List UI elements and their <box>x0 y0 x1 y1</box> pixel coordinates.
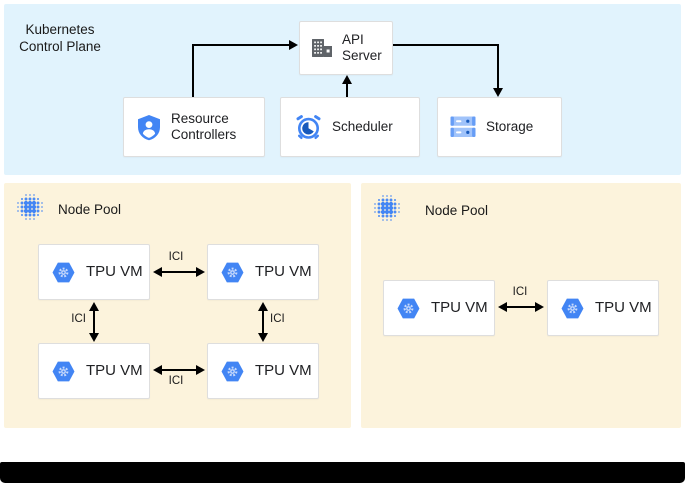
tpu-hexagon-gear-icon <box>52 262 75 283</box>
control-plane-title: Kubernetes Control Plane <box>19 22 101 54</box>
node-pool-right-title: Node Pool <box>425 203 489 218</box>
arrow-scheduler-to-api-vline <box>346 84 348 97</box>
bottom-black-bar <box>0 462 685 483</box>
node-pool-left-panel: Node Pool TPU VM TPU VM TPU VM <box>4 183 351 428</box>
arrow-rc-to-api-hline <box>192 44 289 46</box>
tpu-vm-label: TPU VM <box>431 299 488 316</box>
tpu-hexagon-gear-icon <box>221 361 244 382</box>
ici-label-right: ICI <box>270 313 285 325</box>
ici-arrow-left-line <box>93 310 95 334</box>
ici-arrowhead <box>153 365 162 375</box>
tpu-vm-box-top-left: TPU VM <box>38 244 150 300</box>
tpu-hexagon-gear-icon <box>52 361 75 382</box>
building-icon <box>311 38 333 58</box>
tpu-vm-box-right: TPU VM <box>547 280 659 336</box>
tpu-hexagon-gear-icon <box>561 298 584 319</box>
ici-arrowhead <box>153 267 162 277</box>
ici-label-bottom: ICI <box>168 375 184 387</box>
arrow-rc-to-api-vline <box>192 46 194 97</box>
tpu-vm-box-bottom-right: TPU VM <box>207 343 319 399</box>
scheduler-box: Scheduler <box>280 97 420 157</box>
tpu-vm-label: TPU VM <box>255 263 312 280</box>
alarm-clock-icon <box>295 114 322 141</box>
tpu-hexagon-gear-icon <box>221 262 244 283</box>
control-plane-panel: Kubernetes Control Plane API Server Reso… <box>4 4 681 175</box>
scheduler-label: Scheduler <box>332 119 393 134</box>
resource-controllers-box: Resource Controllers <box>123 97 265 157</box>
ici-arrowhead <box>498 302 507 312</box>
ici-label: ICI <box>512 286 528 298</box>
storage-box: Storage <box>437 97 562 157</box>
api-server-label: API Server <box>342 32 382 63</box>
ici-arrowhead <box>89 333 99 342</box>
arrowhead-into-api-server <box>289 40 298 50</box>
tpu-vm-box-bottom-left: TPU VM <box>38 343 150 399</box>
node-pool-dot-cluster-icon <box>14 191 46 223</box>
tpu-vm-label: TPU VM <box>595 299 652 316</box>
arrowhead-into-api-bottom <box>342 75 352 84</box>
ici-arrowhead <box>89 302 99 311</box>
ici-arrowhead <box>535 302 544 312</box>
api-server-box: API Server <box>299 21 393 75</box>
ici-arrowhead <box>258 302 268 311</box>
arrowhead-into-storage <box>493 88 503 97</box>
ici-arrow-bottom-line <box>161 369 200 371</box>
ici-arrowhead <box>258 333 268 342</box>
shield-person-icon <box>137 114 161 141</box>
arrow-api-to-storage-vline <box>497 44 499 88</box>
ici-label-top: ICI <box>168 251 184 263</box>
ici-label-left: ICI <box>71 313 86 325</box>
storage-disks-icon <box>450 116 476 138</box>
ici-arrowhead <box>196 267 205 277</box>
node-pool-right-panel: Node Pool TPU VM TPU VM ICI <box>361 183 681 428</box>
tpu-vm-label: TPU VM <box>86 362 143 379</box>
tpu-vm-box-top-right: TPU VM <box>207 244 319 300</box>
arrow-api-to-storage-hline <box>393 44 499 46</box>
tpu-vm-box-left: TPU VM <box>383 280 495 336</box>
storage-label: Storage <box>486 119 534 134</box>
tpu-hexagon-gear-icon <box>397 298 420 319</box>
ici-arrow-top-line <box>161 271 200 273</box>
tpu-vm-label: TPU VM <box>86 263 143 280</box>
resource-controllers-label: Resource Controllers <box>171 111 237 142</box>
node-pool-left-title: Node Pool <box>58 202 122 217</box>
ici-arrow-right-line <box>262 310 264 334</box>
ici-arrowhead <box>196 365 205 375</box>
ici-arrow-line <box>507 306 536 308</box>
node-pool-dot-cluster-icon <box>371 192 403 224</box>
tpu-vm-label: TPU VM <box>255 362 312 379</box>
